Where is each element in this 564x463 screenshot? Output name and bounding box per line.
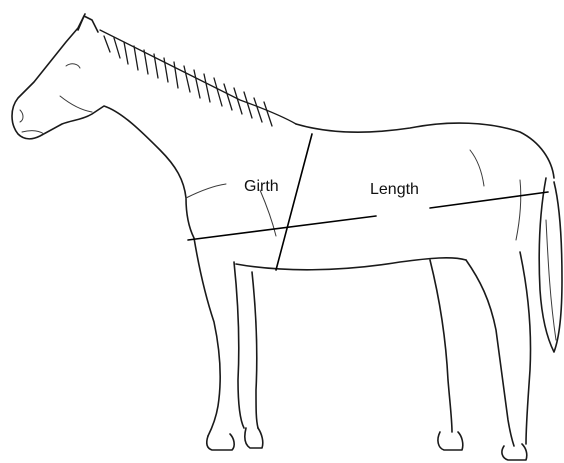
tail [539, 178, 562, 352]
hind-leg-near [466, 260, 514, 446]
back-line [296, 123, 554, 178]
length-line-right [430, 192, 548, 208]
front-leg-far [252, 272, 258, 428]
length-line-left [188, 216, 376, 240]
nostril [20, 110, 23, 122]
girth-line [276, 134, 312, 270]
ear [78, 16, 98, 32]
jaw-line [60, 96, 92, 112]
girth-label: Girth [244, 178, 279, 195]
shoulder-line [186, 184, 226, 198]
mouth [22, 131, 44, 134]
mane [100, 30, 296, 126]
eye [66, 64, 80, 68]
horse-body-outline [12, 14, 220, 436]
length-label: Length [370, 181, 419, 198]
front-leg-near [234, 262, 244, 428]
hind-leg-back [520, 252, 531, 444]
